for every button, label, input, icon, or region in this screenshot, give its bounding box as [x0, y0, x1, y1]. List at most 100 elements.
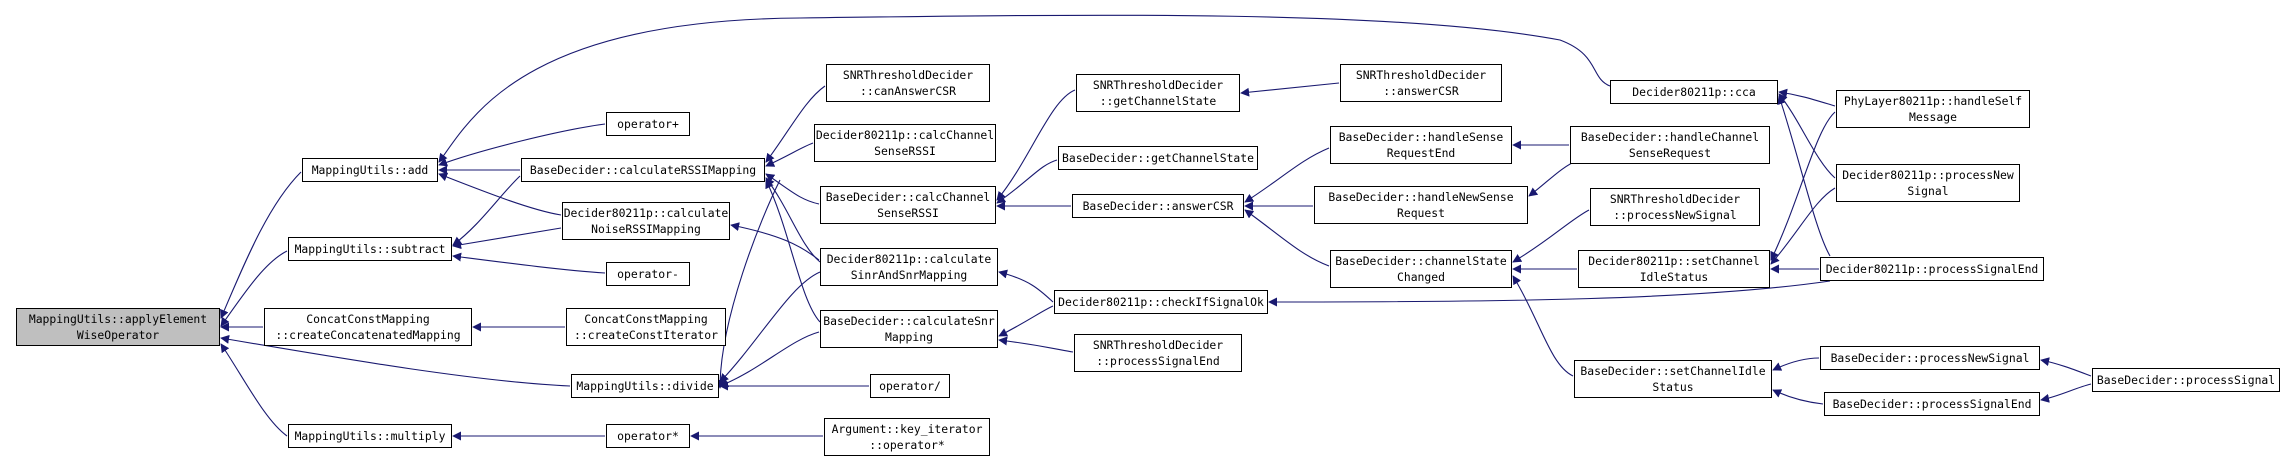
- node-decider80211p-checkifsignalok[interactable]: Decider80211p::checkIfSignalOk: [1054, 290, 1268, 314]
- node-mappingutils-divide[interactable]: MappingUtils::divide: [571, 374, 719, 398]
- node-label-line: Decider80211p::processNew: [1842, 168, 2014, 182]
- node-operator-divide[interactable]: operator/: [870, 374, 950, 398]
- node-operator-multiply[interactable]: operator*: [606, 424, 690, 448]
- node-label-line: operator*: [617, 429, 679, 443]
- node-label-line: SNRThresholdDecider: [842, 68, 974, 82]
- edge-opplus-to-add: [438, 123, 606, 167]
- edge-procnew-bd-to-setidle-bd: [1772, 357, 1820, 371]
- node-label-line: ::canAnswerCSR: [859, 84, 956, 98]
- node-label-line: ConcatConstMapping: [584, 312, 708, 326]
- node-label-line: ::createConcatenatedMapping: [275, 328, 461, 342]
- node-snrthresholddecider-getchannelstate[interactable]: SNRThresholdDecider::getChannelState: [1076, 74, 1240, 112]
- edge-d80calcsense-to-calcrssi: [765, 142, 814, 167]
- node-label-line: BaseDecider::handleSense: [1338, 130, 1504, 144]
- node-mappingutils-multiply[interactable]: MappingUtils::multiply: [288, 424, 452, 448]
- node-basedecider-processsignal[interactable]: BaseDecider::processSignal: [2092, 368, 2280, 392]
- node-label-line: ConcatConstMapping: [306, 312, 430, 326]
- edge-calcsinr-to-divide: [719, 271, 821, 383]
- node-label-line: Mapping: [884, 330, 933, 344]
- node-label-line: MappingUtils::divide: [576, 379, 714, 393]
- node-label-line: operator-: [617, 267, 679, 281]
- node-concatconstmapping-createconstiterator[interactable]: ConcatConstMapping::createConstIterator: [566, 308, 726, 346]
- node-operator-minus[interactable]: operator-: [606, 262, 690, 286]
- edge-opminus-to-subtract: [452, 252, 606, 274]
- node-snrthresholddecider-processsignalend[interactable]: SNRThresholdDecider::processSignalEnd: [1074, 334, 1242, 372]
- edge-calcsnr-to-calcrssi: [765, 179, 821, 323]
- node-label-line: ::getChannelState: [1099, 94, 1217, 108]
- node-label-line: ::createConstIterator: [573, 328, 718, 342]
- node-label-line: ::processSignalEnd: [1096, 354, 1220, 368]
- edge-procend-d80-to-cca: [1777, 95, 1831, 257]
- node-operator-plus[interactable]: operator+: [606, 112, 690, 136]
- node-label-line: BaseDecider::getChannelState: [1061, 151, 1255, 165]
- edge-divide-to-root: [220, 334, 571, 387]
- node-snrthresholddecider-processnewsignal[interactable]: SNRThresholdDecider::processNewSignal: [1590, 188, 1760, 226]
- node-label-line: MappingUtils::subtract: [294, 242, 446, 256]
- node-decider80211p-cca[interactable]: Decider80211p::cca: [1610, 80, 1778, 104]
- edge-getcs-snrt-to-bdcalcsense: [996, 89, 1076, 201]
- node-label-line: SNRThresholdDecider: [1609, 192, 1741, 206]
- edge-proc-to-procnew-bd: [2040, 357, 2092, 377]
- node-snrthresholddecider-cananswercsr[interactable]: SNRThresholdDecider::canAnswerCSR: [826, 64, 990, 102]
- node-mappingutils-subtract[interactable]: MappingUtils::subtract: [288, 237, 452, 261]
- node-basedecider-processsignalend[interactable]: BaseDecider::processSignalEnd: [1824, 392, 2040, 416]
- node-label-line: BaseDecider::handleChannel: [1580, 130, 1760, 144]
- edge-cananswer-to-calcrssi: [765, 85, 826, 163]
- edge-calcnoise-to-add: [438, 172, 562, 216]
- node-concatconstmapping-createconcatenatedmapping[interactable]: ConcatConstMapping::createConcatenatedMa…: [264, 308, 472, 346]
- node-label-line: PhyLayer80211p::handleSelf: [1843, 94, 2023, 108]
- edge-calcnoise-to-subtract: [452, 227, 562, 250]
- node-label-line: Decider80211p::processSignalEnd: [1825, 262, 2039, 276]
- node-label-line: BaseDecider::handleNewSense: [1328, 190, 1514, 204]
- edge-phyhandle-to-cca: [1778, 88, 1836, 107]
- edge-calcrssi-to-subtract: [452, 175, 521, 246]
- node-label-line: operator/: [879, 379, 941, 393]
- node-label-line: BaseDecider::channelState: [1335, 254, 1507, 268]
- node-label-line: Changed: [1396, 270, 1445, 284]
- edge-procnew-d80-to-setidle: [1770, 187, 1836, 265]
- node-basedecider-answercsr[interactable]: BaseDecider::answerCSR: [1072, 194, 1244, 218]
- edge-getcs-bd-to-bdcalcsense: [996, 159, 1058, 204]
- node-snrthresholddecider-answercsr[interactable]: SNRThresholdDecider::answerCSR: [1340, 64, 1502, 102]
- node-label-line: Decider80211p::calculate: [826, 252, 992, 266]
- node-basedecider-calculaterssimapping[interactable]: BaseDecider::calculateRSSIMapping: [521, 158, 765, 182]
- node-label-line: MappingUtils::applyElement: [28, 312, 208, 326]
- node-label-line: BaseDecider::processSignalEnd: [1832, 397, 2032, 411]
- edge-subtract-to-root: [220, 250, 288, 327]
- node-label-line: SinrAndSnrMapping: [850, 268, 968, 282]
- node-label-line: Request: [1396, 206, 1445, 220]
- node-label-line: Decider80211p::checkIfSignalOk: [1058, 295, 1264, 309]
- node-mappingutils-add[interactable]: MappingUtils::add: [302, 158, 438, 182]
- node-label-line: Argument::key_iterator: [831, 422, 983, 436]
- node-label-line: Signal: [1907, 184, 1949, 198]
- node-argument-key-iterator-operator[interactable]: Argument::key_iterator::operator*: [824, 418, 990, 456]
- node-basedecider-processnewsignal[interactable]: BaseDecider::processNewSignal: [1820, 346, 2040, 370]
- node-label-line: SNRThresholdDecider: [1092, 78, 1224, 92]
- edge-proc-to-procend-bd: [2040, 383, 2092, 403]
- node-decider80211p-processsignalend[interactable]: Decider80211p::processSignalEnd: [1820, 257, 2044, 281]
- node-basedecider-getchannelstate[interactable]: BaseDecider::getChannelState: [1058, 146, 1258, 170]
- edge-add-to-root: [220, 171, 302, 319]
- node-label-line: SenseRSSI: [874, 144, 936, 158]
- node-label-line: BaseDecider::calcChannel: [825, 190, 991, 204]
- edge-procend-bd-to-setidle-bd: [1772, 389, 1824, 405]
- node-label-line: Decider80211p::cca: [1632, 85, 1756, 99]
- node-label-line: Decider80211p::calcChannel: [815, 128, 995, 142]
- node-label-line: MappingUtils::add: [311, 163, 429, 177]
